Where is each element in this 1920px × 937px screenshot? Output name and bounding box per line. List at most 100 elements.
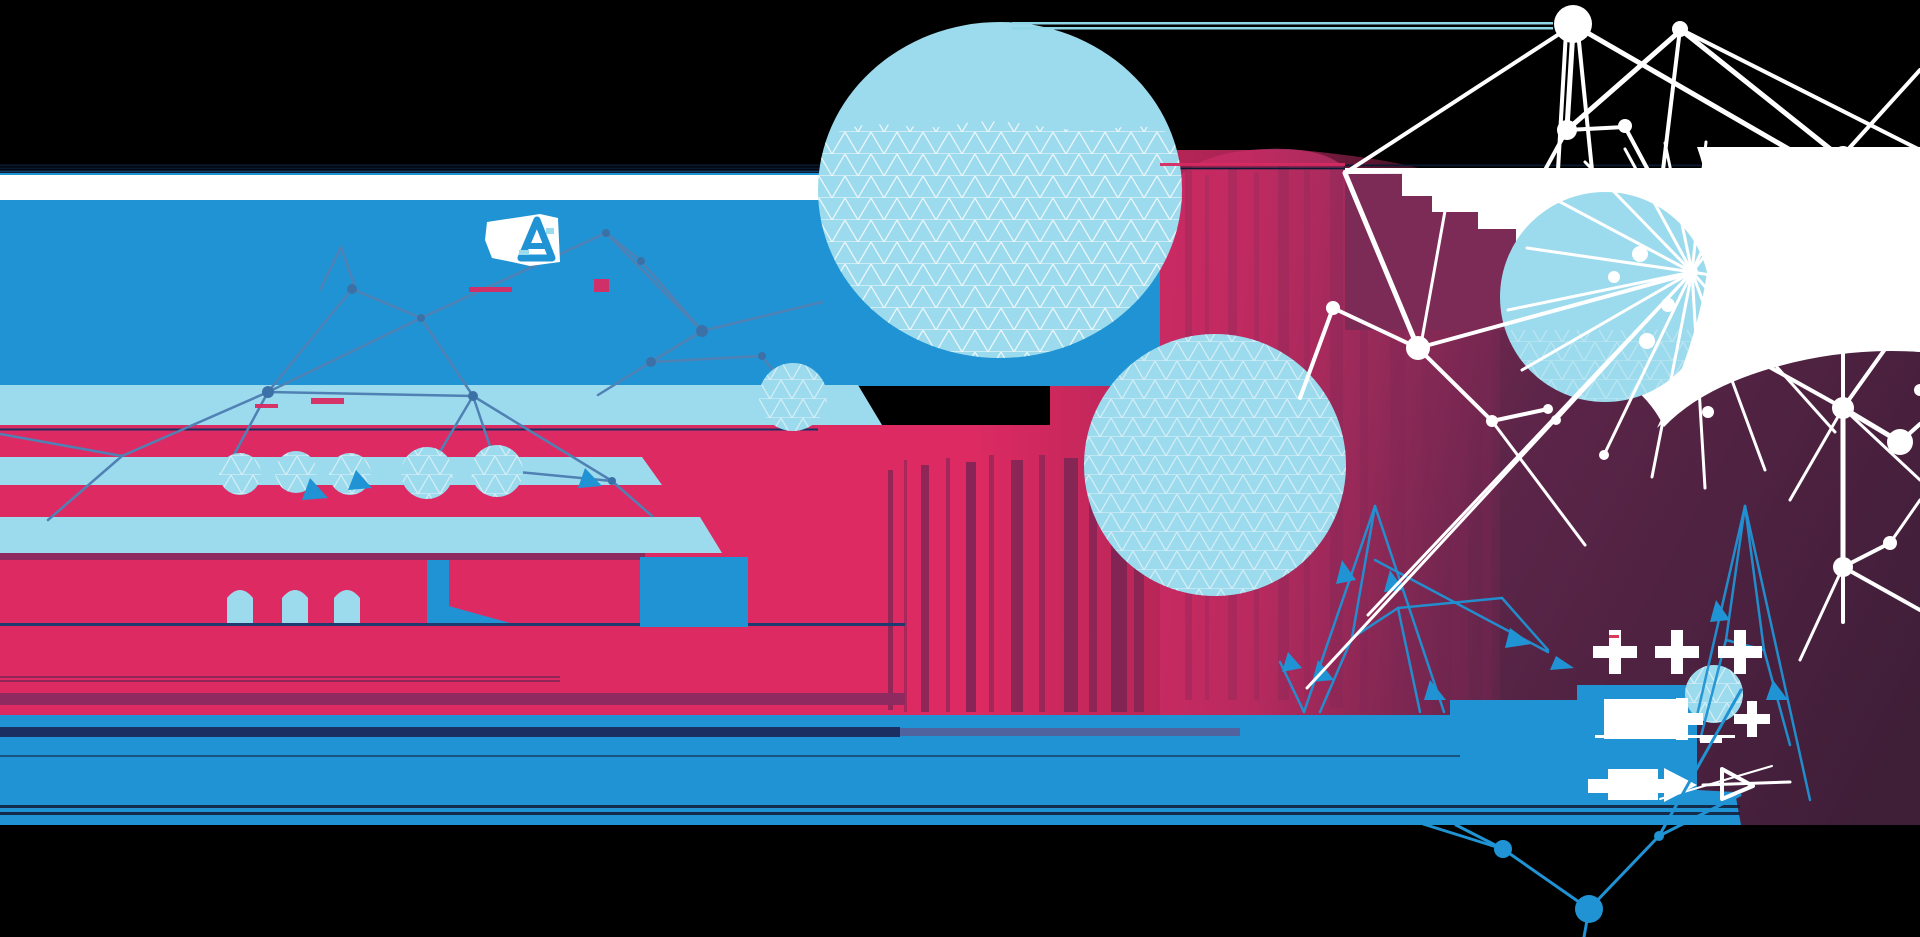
peak-edge (1678, 504, 1747, 792)
web-node (1702, 406, 1714, 418)
net-edge (339, 245, 358, 292)
pink-accent-dash (594, 279, 609, 292)
light-blue-stripe (0, 517, 722, 553)
big-circle-mesh (818, 121, 1182, 358)
constellation-edge (1678, 27, 1920, 152)
constellation-edge (1564, 28, 1683, 133)
constellation-node (1834, 146, 1852, 164)
net-edge (419, 231, 608, 320)
constellation-node (1326, 301, 1340, 315)
glitch-blue-rect (640, 557, 748, 627)
net-node (417, 314, 425, 322)
blue-net-node (1575, 895, 1603, 923)
small-mesh-circle-texture (759, 363, 827, 431)
peak-shard (1710, 600, 1730, 622)
leaf-node (1807, 305, 1817, 315)
leaf-ray (1690, 270, 1920, 312)
leaf-node (1661, 298, 1675, 312)
leaf-node (1551, 415, 1561, 425)
glitch-stripe (1482, 190, 1492, 715)
leaf-ray (1525, 246, 1694, 274)
peak-edge (1318, 636, 1354, 714)
constellation-edge (1623, 125, 1650, 172)
net-edge (700, 300, 824, 333)
blue-net-edge (1657, 793, 1742, 838)
leaf-ray (1602, 270, 1694, 457)
constellation-node (1750, 152, 1764, 166)
hairline (0, 173, 1160, 175)
glitch-white-stray (1700, 735, 1722, 743)
leaf-node (1639, 333, 1655, 349)
net-edge (649, 329, 704, 364)
constellation-edge (1342, 170, 1421, 351)
maroon-stair-steps (1345, 171, 1516, 330)
plus-icon (1593, 630, 1637, 674)
leaf-ray (1663, 141, 1694, 274)
mid-mesh-circle-texture (1084, 334, 1346, 596)
net-edge (0, 432, 124, 458)
net-edge (419, 316, 475, 398)
glitch-plus-icon (1734, 701, 1770, 737)
glitch-underline (1595, 735, 1735, 738)
net-edge (46, 454, 124, 522)
glitch-logo-tick (519, 250, 529, 255)
band-stripe (900, 728, 1240, 736)
band-stripe (0, 755, 1460, 757)
leaf-ray (1650, 270, 1694, 479)
web-node (1833, 557, 1853, 577)
stripe-line (0, 431, 812, 457)
arrow-block (1608, 769, 1658, 800)
peak-shard (302, 478, 328, 500)
arrow-diagonal (1659, 765, 1773, 800)
pink-accent-dash (469, 287, 512, 292)
peak-shard (1505, 628, 1532, 648)
stripe-line (0, 553, 645, 560)
constellation-edge (1755, 153, 1845, 162)
band-stripe (0, 727, 900, 737)
web-edge (1798, 565, 1845, 662)
small-mesh-circle-texture (219, 453, 261, 495)
peak-edge (1373, 504, 1446, 714)
peak-shard (1336, 560, 1356, 584)
constellation-edge (1343, 23, 1575, 175)
glitch-blue-wedge (427, 600, 510, 623)
constellation-node (1557, 120, 1577, 140)
pink-accent-dash (311, 398, 344, 404)
peak-edge (1500, 596, 1550, 652)
peak-edge (1743, 504, 1766, 652)
peak-edge (1396, 606, 1422, 714)
blue-net-edge (1657, 688, 1743, 838)
net-edge (266, 287, 354, 394)
glitch-logo-letter (517, 216, 556, 262)
net-edge (604, 231, 704, 333)
leaf-ray (1690, 270, 1767, 472)
constellation-edge (1416, 271, 1694, 350)
net-node (646, 357, 656, 367)
net-edge (120, 390, 270, 458)
net-node (347, 284, 357, 294)
glitch-stripe (1064, 458, 1078, 712)
net-edge (596, 360, 653, 397)
leaf-ray (1690, 270, 1837, 434)
net-node (637, 257, 645, 265)
constellation-edge (1343, 169, 1920, 174)
small-mesh-circle-texture (401, 447, 453, 499)
web-node (1883, 536, 1897, 550)
constellation-edge (1331, 306, 1420, 350)
glitch-stripe (1039, 455, 1045, 712)
web-edge (1841, 406, 1920, 482)
net-edge (266, 316, 423, 394)
net-edge (266, 390, 475, 398)
web-edge (1841, 298, 1920, 410)
net-edge (228, 390, 270, 464)
web-node (1914, 384, 1920, 396)
leaf-ray (1547, 194, 1694, 274)
peak-edge (1350, 504, 1377, 640)
stripe-line (0, 676, 560, 678)
peak-shard (1424, 680, 1446, 700)
net-edge (649, 354, 764, 364)
band-stripe (0, 812, 1740, 815)
web-node (1887, 429, 1913, 455)
constellation-node (1486, 415, 1498, 427)
